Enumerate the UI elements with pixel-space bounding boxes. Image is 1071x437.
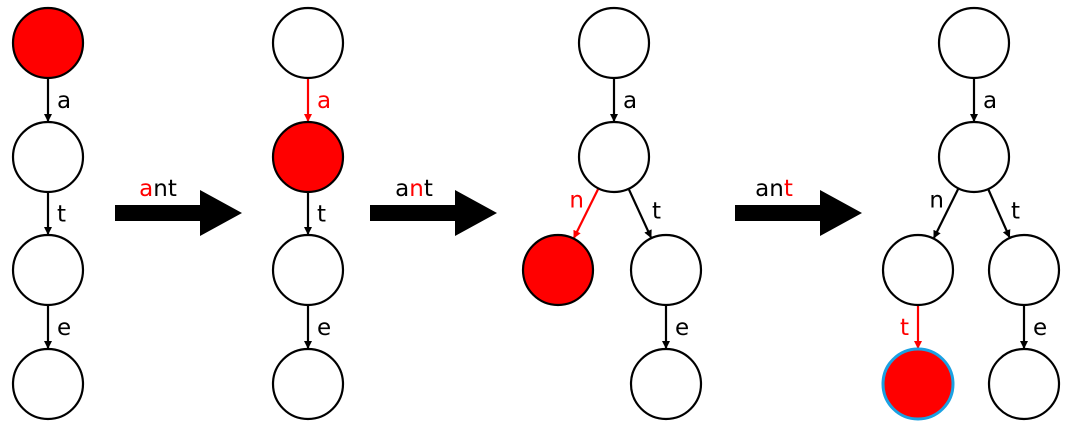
- edge-label: e: [317, 315, 331, 341]
- trie-node-normal: [937, 6, 1011, 80]
- char: a: [395, 176, 409, 202]
- edge-label: t: [1011, 199, 1020, 225]
- current-char: a: [139, 176, 153, 202]
- current-char: t: [784, 176, 793, 202]
- edge-label: n: [929, 188, 944, 214]
- edge-label: t: [317, 202, 326, 228]
- trie-panel-3: a n t e: [521, 6, 703, 421]
- edge-label: a: [57, 88, 71, 114]
- transition-arrow-2: ant: [370, 176, 497, 236]
- edge-label: e: [57, 315, 71, 341]
- input-word-label: ant: [755, 176, 793, 202]
- trie-node-current: [271, 120, 345, 194]
- char: t: [168, 176, 177, 202]
- trie-node-current: [11, 6, 85, 80]
- right-arrow-icon: [115, 190, 242, 236]
- edge-label: a: [983, 88, 997, 114]
- trie-node-normal: [577, 6, 651, 80]
- trie-edge: [932, 187, 960, 239]
- input-word-label: ant: [139, 176, 177, 202]
- trie-node-normal: [987, 347, 1061, 421]
- trie-edge: [627, 188, 652, 239]
- char: t: [424, 176, 433, 202]
- input-word-label: ant: [395, 176, 433, 202]
- edge-label: t: [57, 202, 66, 228]
- trie-node-normal: [987, 233, 1061, 307]
- edge-label: a: [317, 88, 331, 114]
- trie-node-normal: [937, 120, 1011, 194]
- trie-edge: [987, 188, 1011, 238]
- current-char: n: [409, 176, 424, 202]
- trie-node-normal: [629, 347, 703, 421]
- transition-arrow-3: ant: [735, 176, 862, 236]
- transition-arrow-1: ant: [115, 176, 242, 236]
- edge-label: n: [569, 188, 584, 214]
- trie-node-normal: [271, 347, 345, 421]
- edge-label: t: [652, 199, 661, 225]
- trie-node-normal: [11, 347, 85, 421]
- trie-panel-4: a n t t e: [881, 6, 1061, 421]
- trie-node-normal: [629, 233, 703, 307]
- edge-label: e: [675, 315, 689, 341]
- char: a: [755, 176, 769, 202]
- trie-panel-2: a t e: [271, 6, 345, 421]
- trie-edge-active: [572, 187, 600, 239]
- edge-label: t: [900, 315, 909, 341]
- trie-panel-1: a t e: [11, 6, 85, 421]
- trie-node-normal: [271, 6, 345, 80]
- trie-node-normal: [577, 120, 651, 194]
- edge-label: e: [1033, 315, 1047, 341]
- trie-node-final: [881, 347, 955, 421]
- trie-node-normal: [271, 233, 345, 307]
- right-arrow-icon: [735, 190, 862, 236]
- trie-node-normal: [881, 233, 955, 307]
- char: n: [153, 176, 168, 202]
- char: n: [769, 176, 784, 202]
- trie-node-normal: [11, 233, 85, 307]
- right-arrow-icon: [370, 190, 497, 236]
- trie-node-current: [521, 233, 595, 307]
- edge-label: a: [623, 88, 637, 114]
- trie-node-normal: [11, 120, 85, 194]
